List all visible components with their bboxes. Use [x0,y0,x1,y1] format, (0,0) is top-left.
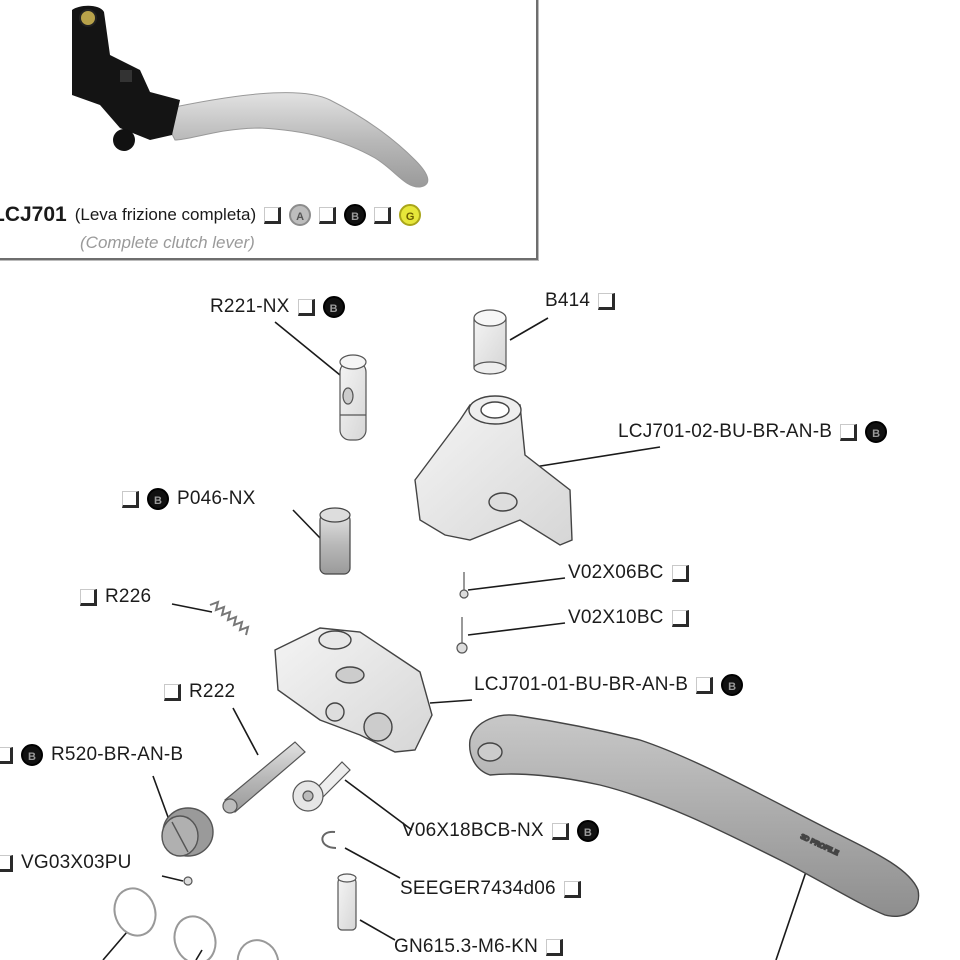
leader-lines [102,317,811,960]
part-b414 [473,309,507,375]
finish-badge: B [21,744,43,766]
finish-badge: B [322,296,345,318]
part-label-b414: B414 [545,290,616,312]
part-lcj701-02 [414,395,573,546]
part-vg03x03pu [183,876,193,886]
part-code: V06X18BCB-NX [402,820,544,841]
part-label-vg03x03pu: VG03X03PU [0,852,132,874]
part-code: VG03X03PU [21,852,132,873]
part-label-v02x10bc: V02X10BC [568,607,689,629]
complete-lever-image [72,5,429,188]
product-description-it: (Leva frizione completa) [74,205,257,224]
part-r221-nx [339,354,367,441]
part-r222 [222,741,306,814]
part-code: LCJ701-01-BU-BR-AN-B [474,674,689,695]
option-g-checkbox[interactable] [374,206,392,224]
part-checkbox[interactable] [0,746,13,764]
part-seeger7434d06 [321,830,337,849]
part-p046-nx [319,507,351,575]
part-label-p046-nx: B P046-NX [122,488,256,510]
part-label-lcj701-02: LCJ701-02-BU-BR-AN-B B [618,421,888,443]
option-g-badge: G [399,204,422,226]
part-v02x06bc [459,572,469,599]
part-v02x10bc [456,617,468,654]
option-a-badge: A [289,204,312,226]
part-code: GN615.3-M6-KN [394,936,539,957]
part-checkbox[interactable] [563,880,581,898]
part-label-r226: R226 [80,586,151,608]
part-gn615 [337,873,357,931]
option-b-checkbox[interactable] [319,206,337,224]
part-checkbox[interactable] [671,564,689,582]
part-checkbox[interactable] [164,683,181,701]
part-code: R222 [189,681,236,702]
finish-badge: B [865,421,888,443]
product-code: LCJ701 [0,203,67,226]
part-checkbox[interactable] [598,292,616,310]
part-code: LCJ701-02-BU-BR-AN-B [618,421,833,442]
part-checkbox[interactable] [80,588,97,606]
part-r226-spring [209,600,250,636]
part-lever-blade: 3D PROFILE [468,714,920,917]
product-title-row: LCJ701 (Leva frizione completa) A B G [0,203,422,227]
part-checkbox[interactable] [546,938,564,956]
part-code: B414 [545,290,591,311]
option-a-checkbox[interactable] [264,206,282,224]
finish-badge: B [576,820,599,842]
option-b-badge: B [344,204,367,226]
part-code: R520-BR-AN-B [51,744,184,765]
part-lcj701-01 [274,627,433,753]
part-checkbox[interactable] [122,490,139,508]
part-checkbox[interactable] [696,676,714,694]
part-code: V02X06BC [568,562,664,583]
finish-badge: B [721,674,744,696]
part-r520-knob [161,807,214,857]
part-label-seeger7434d06: SEEGER7434d06 [400,878,581,900]
part-checkbox[interactable] [297,298,315,316]
part-label-r222: R222 [164,681,235,703]
part-code: R226 [105,586,152,607]
part-checkbox[interactable] [0,854,13,872]
part-label-r520-br-an-b: B R520-BR-AN-B [0,744,183,766]
product-description-en: (Complete clutch lever) [80,233,255,252]
part-label-r221-nx: R221-NX B [210,296,345,318]
o-rings [113,887,280,960]
part-checkbox[interactable] [551,822,569,840]
part-code: V02X10BC [568,607,664,628]
part-label-gn615-3-m6-kn: GN615.3-M6-KN [394,936,564,958]
part-label-v06x18bcb-nx: V06X18BCB-NX B [402,820,599,842]
part-label-v02x06bc: V02X06BC [568,562,689,584]
part-code: P046-NX [177,488,256,509]
part-checkbox[interactable] [840,423,858,441]
part-checkbox[interactable] [671,609,689,627]
finish-badge: B [147,488,169,510]
part-code: SEEGER7434d06 [400,878,556,899]
part-v06x18bcb-nx [292,761,351,812]
part-code: R221-NX [210,296,290,317]
part-label-lcj701-01: LCJ701-01-BU-BR-AN-B B [474,674,744,696]
